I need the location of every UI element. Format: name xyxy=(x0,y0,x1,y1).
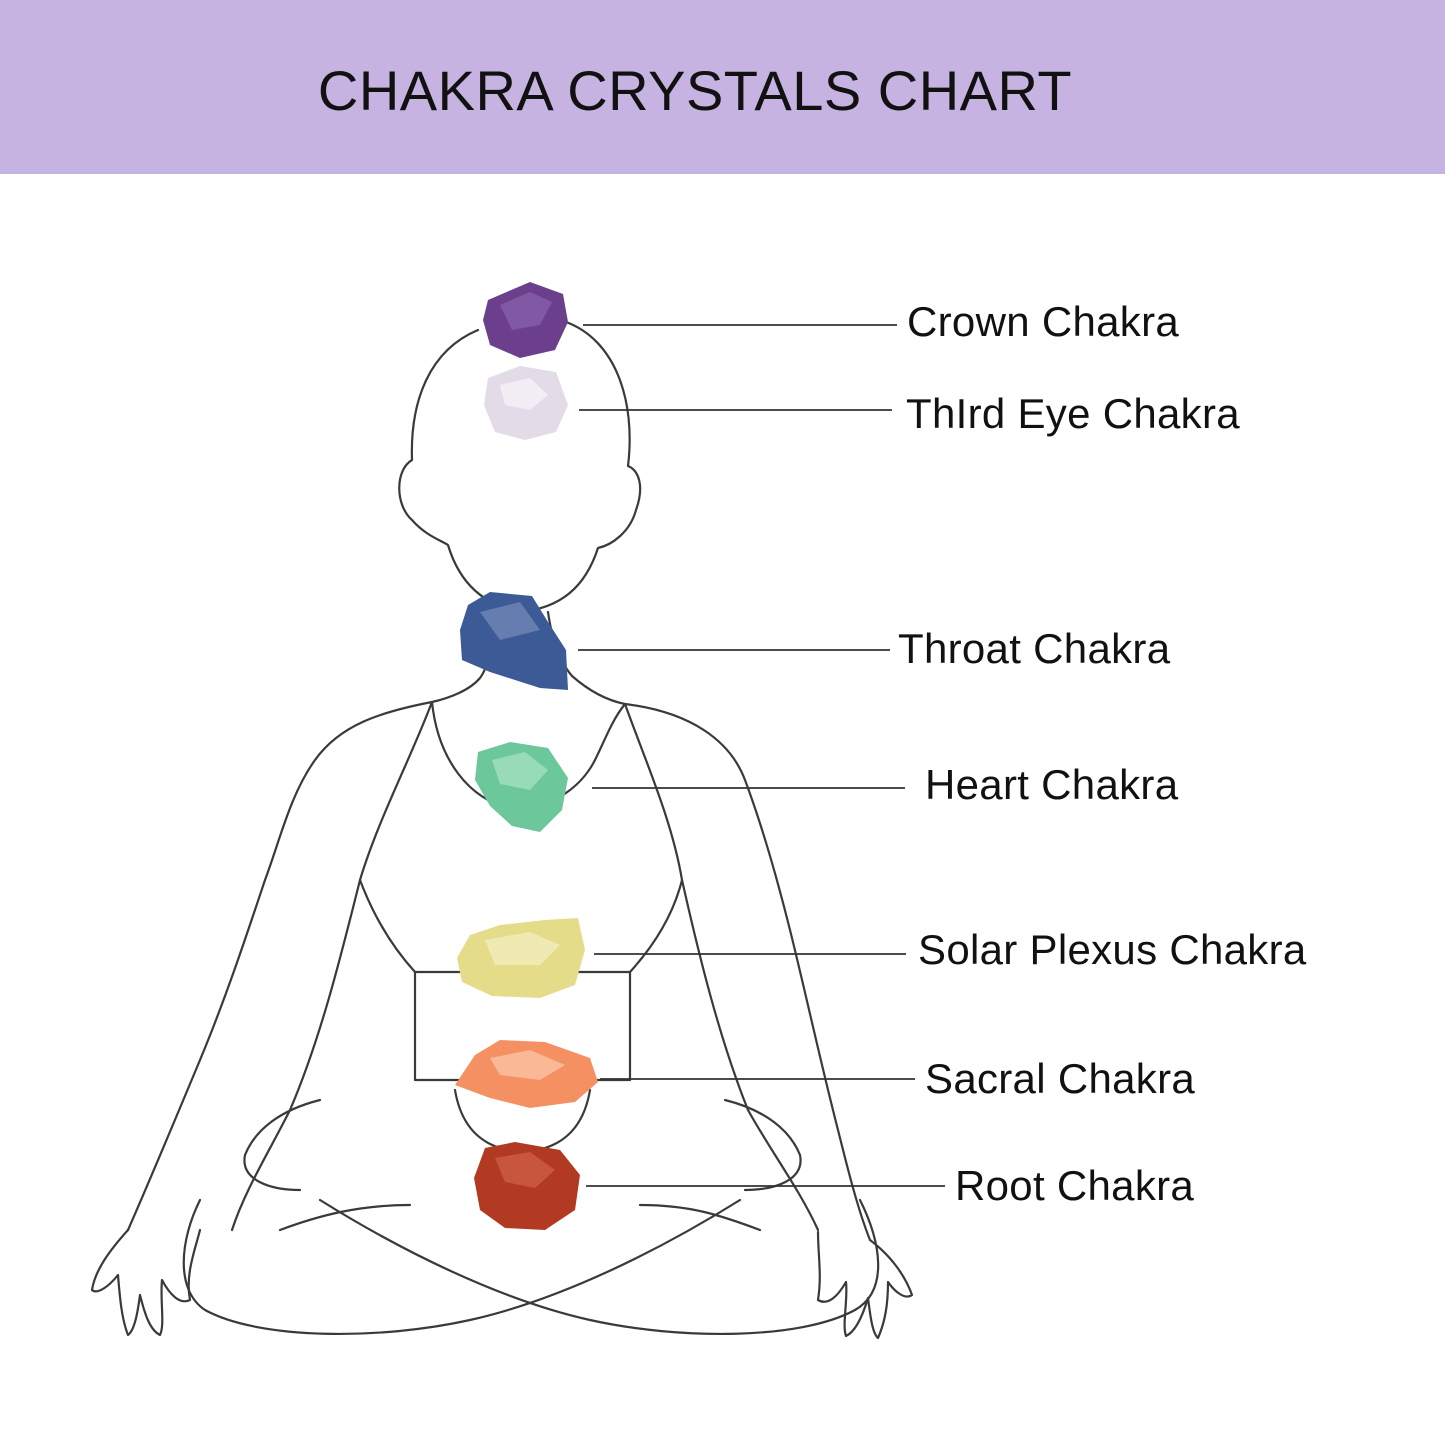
body-outline xyxy=(90,320,914,1340)
throat-crystal xyxy=(460,592,568,690)
page-title: CHAKRA CRYSTALS CHART xyxy=(317,59,1073,122)
sacral-crystal xyxy=(455,1040,598,1108)
label-heart-chakra: Heart Chakra xyxy=(925,761,1179,808)
label-root-chakra: Root Chakra xyxy=(955,1162,1195,1209)
solar-plexus-crystal xyxy=(457,918,585,998)
heart-crystal xyxy=(475,742,568,832)
label-crown-chakra: Crown Chakra xyxy=(907,298,1180,345)
label-sacral-chakra: Sacral Chakra xyxy=(925,1055,1196,1102)
root-crystal xyxy=(474,1142,580,1230)
label-third-eye-chakra: ThIrd Eye Chakra xyxy=(906,390,1240,437)
header-banner: CHAKRA CRYSTALS CHART xyxy=(0,0,1445,174)
label-throat-chakra: Throat Chakra xyxy=(898,625,1171,672)
label-solar-plexus-chakra: Solar Plexus Chakra xyxy=(918,926,1307,973)
crown-crystal xyxy=(483,282,568,358)
leader-lines xyxy=(578,324,945,1187)
third-eye-crystal xyxy=(484,366,568,440)
